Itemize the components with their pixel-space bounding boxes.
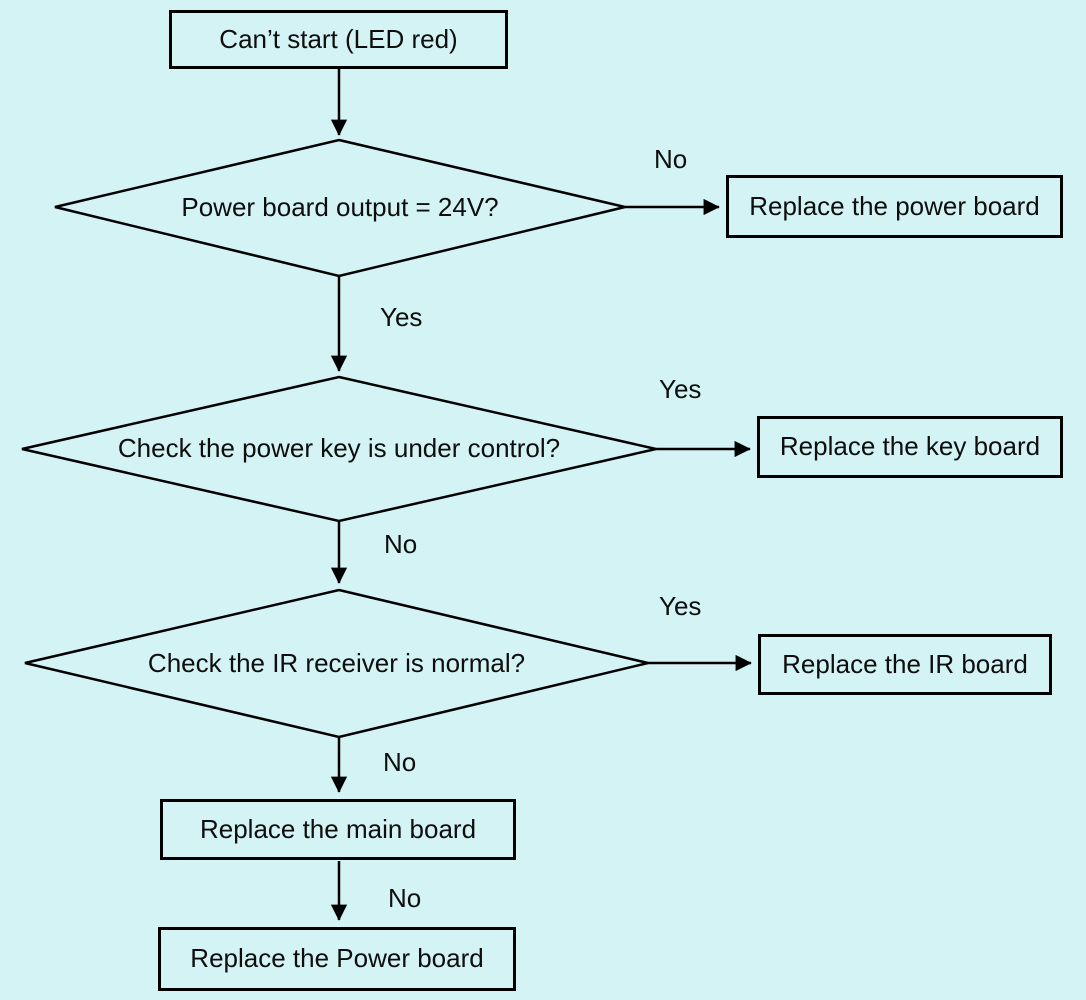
decision2-diamond [21,375,657,523]
decision2-yes-label: Yes [659,374,702,404]
action-replace-power-board-label: Replace the power board [749,190,1040,221]
decision2-no-label: No [384,529,418,559]
action-replace-main-board-label: Replace the main board [199,813,477,844]
decision3-diamond [24,588,649,739]
action-replace-main-board-box: Replace the main board [160,799,516,860]
action4-no-label: No [388,883,422,913]
decision1-no-label: No [654,144,688,174]
action-replace-key-board-box: Replace the key board [757,416,1063,478]
action-replace-power-board-box: Replace the power board [726,175,1063,238]
start-box-label: Can’t start (LED red) [219,23,458,54]
decision3-yes-label: Yes [659,591,702,621]
action-replace-power-board-final-box: Replace the Power board [158,927,516,991]
decision1-diamond [54,138,626,278]
action-replace-power-board-final-label: Replace the Power board [190,943,484,974]
decision1-yes-label: Yes [380,302,423,332]
action-replace-ir-board-box: Replace the IR board [758,634,1052,695]
action-replace-ir-board-label: Replace the IR board [782,648,1028,679]
decision3-no-label: No [383,747,417,777]
action-replace-key-board-label: Replace the key board [779,431,1041,462]
start-box: Can’t start (LED red) [169,10,508,69]
